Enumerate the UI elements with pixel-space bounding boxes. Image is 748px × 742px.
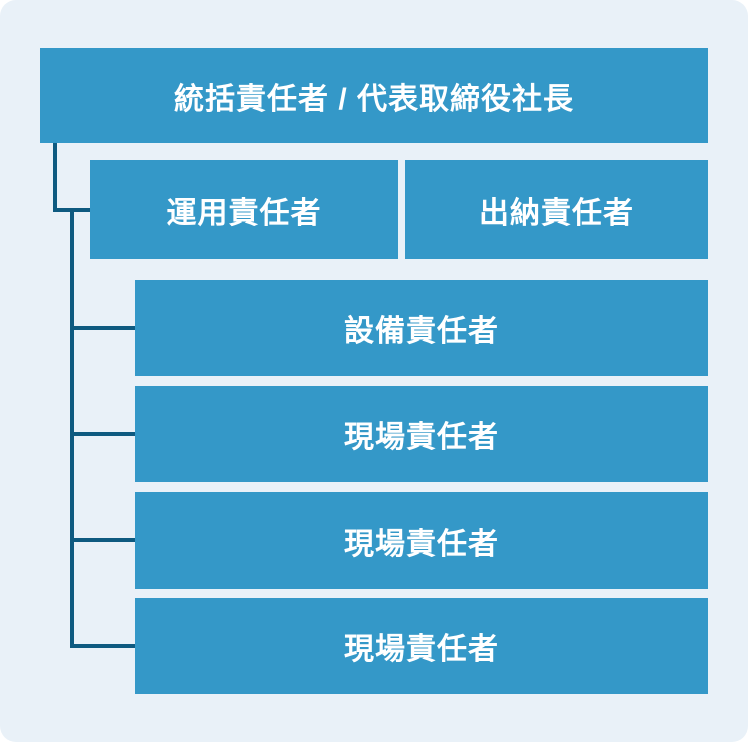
connector-branch-facility (70, 326, 135, 330)
org-node-site-manager-3: 現場責任者 (135, 598, 708, 694)
org-node-label: 設備責任者 (344, 315, 499, 348)
org-node-label: 現場責任者 (344, 421, 499, 454)
connector-vertical-from-root (53, 143, 57, 212)
org-node-operations-manager: 運用責任者 (90, 160, 398, 259)
org-node-facility-manager: 設備責任者 (135, 280, 708, 376)
connector-vertical-trunk (70, 208, 74, 648)
org-node-label: 出納責任者 (479, 196, 634, 230)
org-node-label: 運用責任者 (166, 196, 322, 230)
org-node-label: 現場責任者 (344, 633, 499, 666)
org-node-cashier-manager: 出納責任者 (405, 160, 708, 259)
org-node-label: 現場責任者 (344, 527, 499, 561)
connector-branch-site2 (70, 538, 135, 542)
org-node-general-manager: 統括責任者 / 代表取締役社長 (40, 48, 708, 143)
org-node-label: 統括責任者 / 代表取締役社長 (173, 82, 574, 116)
connector-branch-site3 (70, 644, 135, 648)
org-node-site-manager-2: 現場責任者 (135, 492, 708, 589)
org-node-site-manager-1: 現場責任者 (135, 386, 708, 482)
connector-branch-site1 (70, 432, 135, 436)
